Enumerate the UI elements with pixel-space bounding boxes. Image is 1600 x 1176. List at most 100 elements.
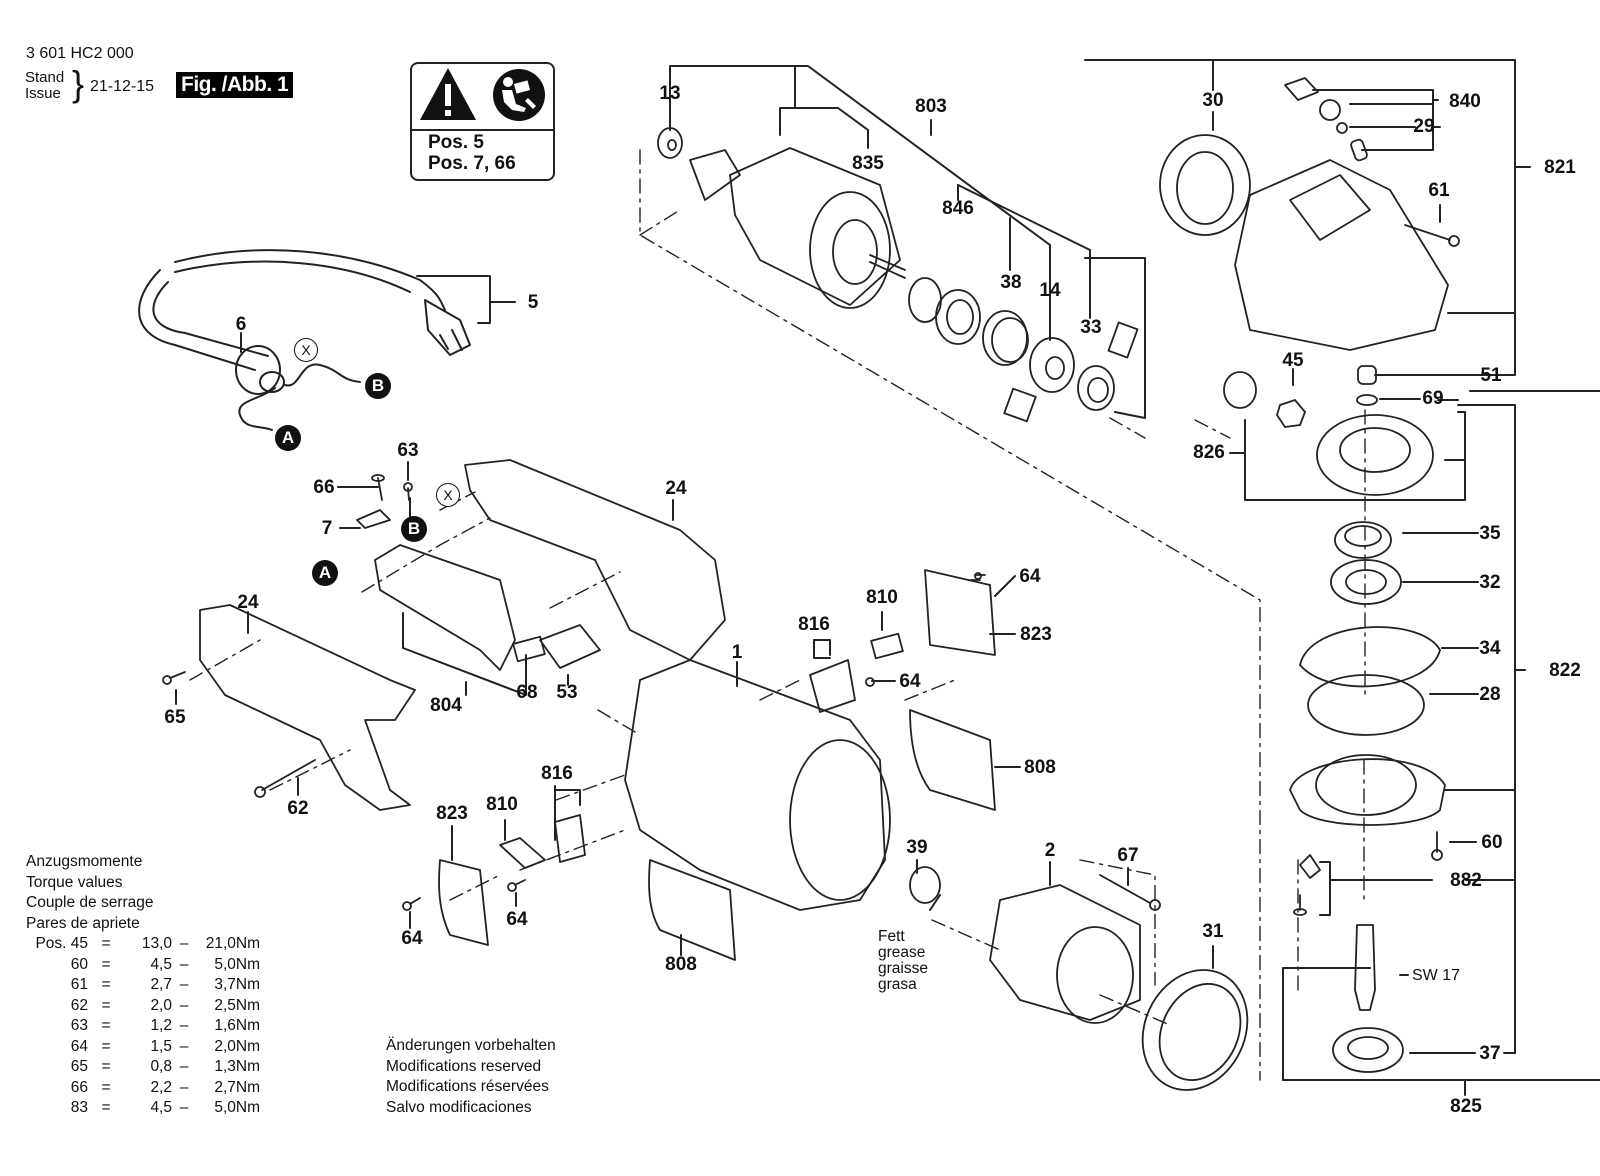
torque-eq: =: [101, 935, 111, 952]
assembly-axis-lines: [189, 149, 1366, 1081]
part-label-38[interactable]: 38: [1000, 272, 1022, 293]
part-label-2[interactable]: 2: [1044, 840, 1056, 861]
part-label-823-upper[interactable]: 823: [1020, 624, 1052, 645]
part-label-24-upper[interactable]: 24: [665, 478, 687, 499]
torque-row: Pos. 45=13,0–21,0Nm: [26, 934, 260, 955]
torque-min: 2,2: [150, 1078, 172, 1096]
torque-dash: –: [179, 955, 189, 973]
part-label-823-lower[interactable]: 823: [436, 803, 468, 824]
torque-row: 65=0,8–1,3Nm: [26, 1057, 260, 1078]
torque-pos: 64: [70, 1037, 88, 1055]
torque-dash: –: [179, 976, 189, 993]
torque-max: 3,7Nm: [214, 976, 260, 993]
torque-dash: –: [179, 1037, 189, 1055]
torque-max: 2,5Nm: [214, 996, 260, 1014]
torque-row: 66=2,2–2,7Nm: [26, 1078, 260, 1099]
part-label-816-upper[interactable]: 816: [798, 614, 830, 635]
part-label-13[interactable]: 13: [659, 83, 681, 104]
issue-label: Issue: [25, 85, 61, 102]
part-label-30[interactable]: 30: [1202, 90, 1224, 111]
part-label-29[interactable]: 29: [1413, 116, 1435, 137]
part-label-35[interactable]: 35: [1479, 523, 1501, 544]
part-label-1[interactable]: 1: [731, 642, 743, 663]
part-label-803[interactable]: 803: [915, 96, 947, 117]
part-label-67[interactable]: 67: [1117, 845, 1139, 866]
torque-min: 1,5: [150, 1037, 172, 1055]
part-label-32[interactable]: 32: [1479, 572, 1501, 593]
part-label-65[interactable]: 65: [164, 707, 186, 728]
part-label-7[interactable]: 7: [321, 518, 333, 539]
torque-dash: –: [179, 1017, 189, 1034]
part-label-840[interactable]: 840: [1449, 91, 1481, 112]
part-label-33[interactable]: 33: [1080, 317, 1102, 338]
callout-a-cord: A: [275, 425, 301, 451]
part-label-68[interactable]: 68: [516, 682, 538, 703]
part-label-804[interactable]: 804: [430, 695, 462, 716]
torque-eq: =: [101, 1099, 111, 1116]
torque-max: 5,0Nm: [214, 1099, 260, 1116]
part-label-51[interactable]: 51: [1480, 365, 1502, 386]
part-label-825[interactable]: 825: [1450, 1096, 1482, 1117]
part-label-5[interactable]: 5: [527, 292, 539, 313]
torque-max: 1,6Nm: [214, 1017, 260, 1034]
torque-min: 4,5: [150, 1099, 172, 1116]
part-label-28[interactable]: 28: [1479, 684, 1501, 705]
warning-icons: [420, 68, 545, 121]
torque-eq: =: [101, 1058, 111, 1075]
torque-eq: =: [101, 1078, 111, 1096]
part-label-66[interactable]: 66: [313, 477, 335, 498]
torque-dash: –: [179, 1099, 189, 1116]
grease-note-en: grease: [878, 944, 926, 961]
part-label-64-upper-mid[interactable]: 64: [899, 671, 921, 692]
warning-line-1: Pos. 5: [428, 132, 484, 153]
part-label-63[interactable]: 63: [397, 440, 419, 461]
part-label-882[interactable]: 882: [1450, 870, 1482, 891]
part-label-14[interactable]: 14: [1039, 280, 1061, 301]
part-label-45[interactable]: 45: [1282, 350, 1304, 371]
torque-pos: 60: [70, 955, 88, 973]
grease-note-de: Fett: [878, 928, 905, 945]
part-label-64-upper-right[interactable]: 64: [1019, 566, 1041, 587]
modifications-note-es: Salvo modificaciones: [386, 1098, 532, 1116]
part-label-816-lower[interactable]: 816: [541, 763, 573, 784]
torque-eq: =: [101, 996, 111, 1014]
part-label-846[interactable]: 846: [942, 198, 974, 219]
part-label-62[interactable]: 62: [287, 798, 309, 819]
part-label-60[interactable]: 60: [1481, 832, 1503, 853]
torque-row: 64=1,5–2,0Nm: [26, 1037, 260, 1058]
part-label-39[interactable]: 39: [906, 837, 928, 858]
torque-min: 13,0: [141, 935, 172, 952]
torque-title-de: Anzugsmomente: [26, 853, 143, 870]
torque-row: 61=2,7–3,7Nm: [26, 975, 260, 996]
part-label-835[interactable]: 835: [852, 153, 884, 174]
part-label-810-upper[interactable]: 810: [866, 587, 898, 608]
part-label-64-lower-mid[interactable]: 64: [506, 909, 528, 930]
torque-row: 60=4,5–5,0Nm: [26, 955, 260, 976]
part-label-826[interactable]: 826: [1193, 442, 1225, 463]
warning-triangle-icon: [420, 68, 476, 120]
callout-x-housing: X: [436, 483, 460, 507]
torque-min: 2,7: [150, 976, 172, 993]
torque-pos: 65: [70, 1058, 88, 1075]
torque-eq: =: [101, 1017, 111, 1034]
part-label-821[interactable]: 821: [1544, 157, 1576, 178]
torque-eq: =: [101, 955, 111, 973]
part-label-53[interactable]: 53: [556, 682, 578, 703]
part-label-34[interactable]: 34: [1479, 638, 1501, 659]
part-label-37[interactable]: 37: [1479, 1043, 1501, 1064]
part-label-61[interactable]: 61: [1428, 180, 1450, 201]
callout-b-switch: B: [401, 516, 427, 542]
part-label-810-lower[interactable]: 810: [486, 794, 518, 815]
part-label-31[interactable]: 31: [1202, 921, 1224, 942]
torque-pos: 63: [70, 1017, 88, 1034]
part-label-6[interactable]: 6: [235, 314, 247, 335]
part-label-822[interactable]: 822: [1549, 660, 1581, 681]
part-label-808-lower[interactable]: 808: [665, 954, 697, 975]
torque-row: 83=4,5–5,0Nm: [26, 1098, 260, 1119]
warning-divider: [412, 129, 553, 131]
read-manual-icon: [493, 69, 545, 121]
part-label-808-right[interactable]: 808: [1024, 757, 1056, 778]
part-label-24-lower[interactable]: 24: [237, 592, 259, 613]
part-label-69[interactable]: 69: [1422, 388, 1444, 409]
part-label-64-lower-left[interactable]: 64: [401, 928, 423, 949]
